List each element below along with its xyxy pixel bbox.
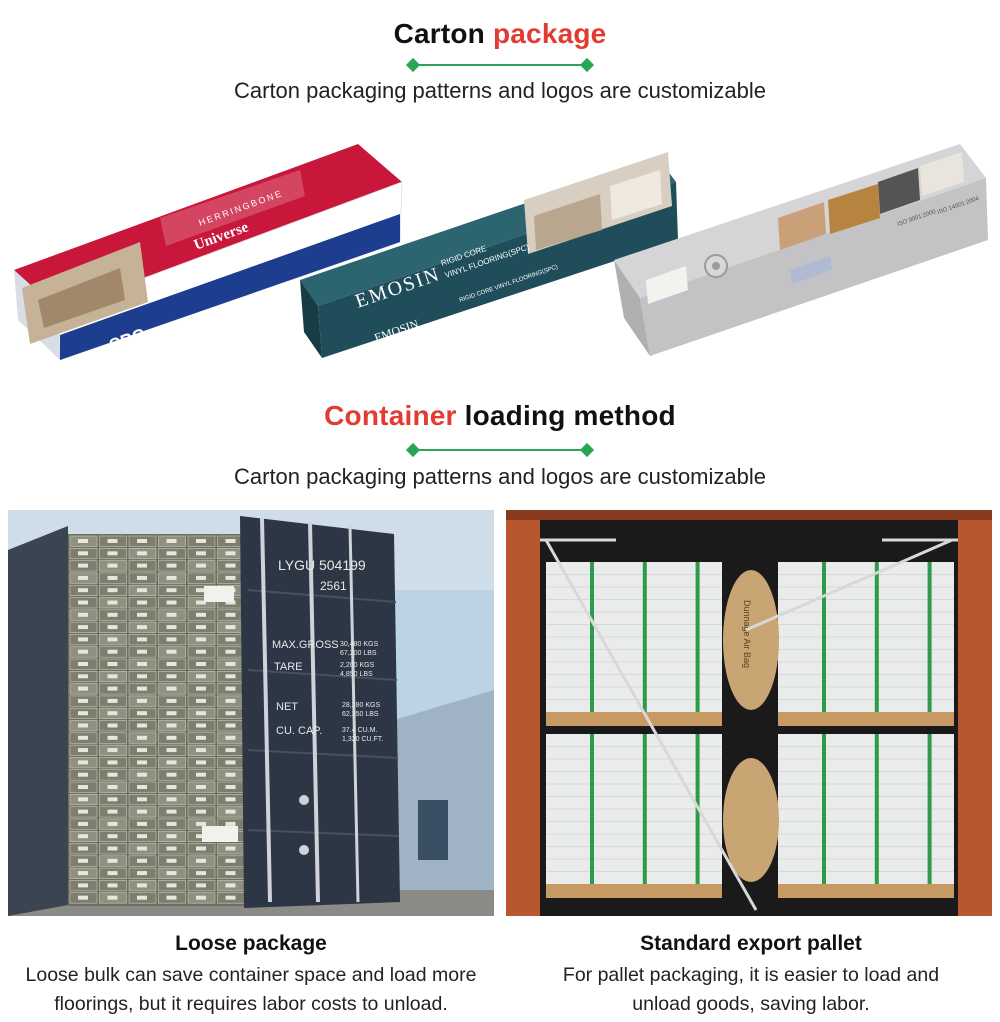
- door-label-net: NET: [276, 701, 298, 713]
- heading-divider-2: [405, 442, 595, 458]
- heading-word-package: package: [492, 18, 607, 49]
- export-pallet-title: Standard export pallet: [640, 932, 862, 955]
- door-value-net: 28,280 KGS: [342, 702, 380, 709]
- carton-box-gray: ISO 9001:2000 ISO 14001:2004: [614, 144, 988, 356]
- door-label-max-gross: MAX.GROSS: [272, 639, 339, 651]
- container-code-text: LYGU 504199: [278, 557, 366, 573]
- door-value-net-lbs: 62,350 LBS: [342, 711, 379, 718]
- carton-boxes-illustration: HERRINGBONE Universe Vinyl Flooring SPC …: [14, 144, 988, 361]
- export-pallet-photo: Dunnage Air Bag: [506, 510, 992, 916]
- airbag-label-text: Dunnage Air Bag: [742, 600, 752, 668]
- carton-subtitle: Carton packaging patterns and logos are …: [234, 78, 766, 103]
- door-value-max-gross: 30,480 KGS: [340, 641, 378, 648]
- export-pallet-description: For pallet packaging, it is easier to lo…: [562, 964, 940, 1015]
- door-value-cu-cap-ft: 1,320 CU.FT.: [342, 736, 383, 743]
- pallet-loads: [546, 562, 954, 898]
- container-code2-text: 2561: [320, 579, 347, 593]
- heading-word-container: Container: [324, 400, 457, 431]
- door-value-tare-lbs: 4,850 LBS: [340, 671, 373, 678]
- door-label-tare: TARE: [274, 661, 303, 673]
- door-value-max-gross-lbs: 67,200 LBS: [340, 650, 377, 657]
- heading-word-carton: Carton: [393, 18, 485, 49]
- door-value-tare: 2,200 KGS: [340, 662, 375, 669]
- carton-package-heading: Carton package: [0, 18, 1000, 50]
- door-label-cu-cap: CU. CAP.: [276, 725, 322, 737]
- loose-package-photo: LYGU 504199 2561 MAX.GROSS 30,480 KGS 67…: [8, 510, 494, 916]
- carton-stack: [69, 535, 245, 904]
- carton-box-emosin: EMOSIN RIGID CORE VINYL FLOORING(SPC) RI…: [300, 152, 678, 358]
- door-value-cu-cap: 37.4 CU.M.: [342, 727, 377, 734]
- container-loading-heading: Container loading method: [0, 400, 1000, 432]
- loose-package-title: Loose package: [175, 932, 327, 955]
- carton-box-universe: HERRINGBONE Universe Vinyl Flooring SPC: [14, 144, 403, 361]
- heading-divider: [405, 57, 595, 73]
- heading-word-loading-method: loading method: [464, 400, 676, 431]
- loose-package-description: Loose bulk can save container space and …: [25, 964, 477, 1015]
- container-subtitle: Carton packaging patterns and logos are …: [234, 464, 766, 489]
